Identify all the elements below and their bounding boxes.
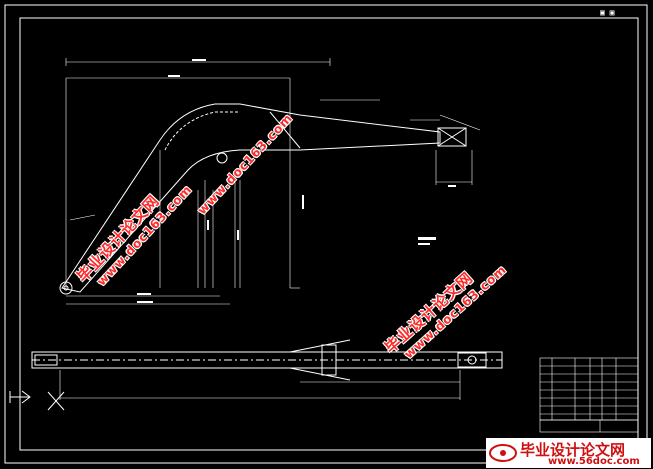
dimension-lines [65,58,481,305]
logo-icon [489,444,517,462]
title-block [539,357,639,433]
boom-plan-view [31,339,503,400]
dimension-text [137,59,456,303]
sheet-outer-border [4,4,648,464]
logo-site: www.56doc.com [548,456,640,467]
view-indicator [9,390,65,411]
sheet-inner-border [19,17,639,451]
logo-title: 毕业设计论文网 [520,441,626,459]
boom-elevation-view [59,103,467,295]
site-logo: 毕业设计论文网 www.56doc.com [486,438,651,468]
corner-symbols: ▣ ▣ [600,8,615,17]
